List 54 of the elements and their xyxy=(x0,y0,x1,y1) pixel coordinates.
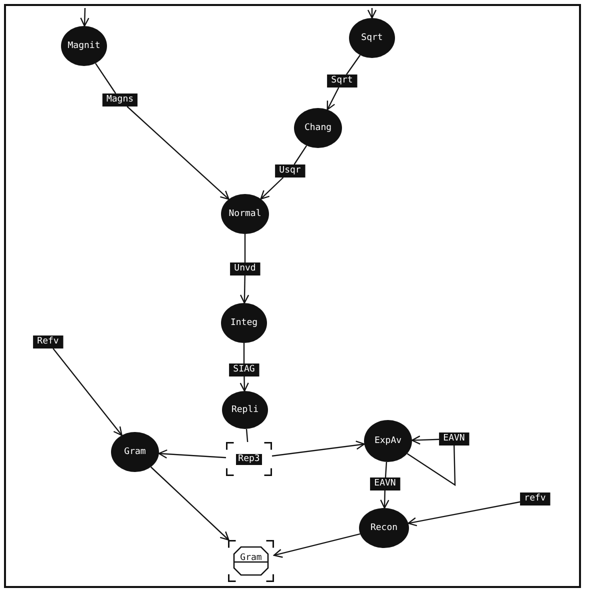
arrow xyxy=(272,440,365,457)
data-box: EAVN xyxy=(370,478,400,490)
arrow xyxy=(260,177,284,200)
data-box: Unvd xyxy=(230,262,260,276)
data-box: Sqrt xyxy=(327,74,357,88)
process-ellipse xyxy=(359,508,409,548)
arrow xyxy=(411,435,440,445)
data-box: Usqr xyxy=(275,164,305,178)
connector-line xyxy=(406,445,456,486)
process-ellipse xyxy=(349,18,395,58)
arrow xyxy=(326,87,340,110)
node-label: Gram xyxy=(240,552,262,564)
arrow xyxy=(367,8,377,19)
connector-line xyxy=(346,54,361,75)
process-ellipse xyxy=(61,26,107,66)
node-label: Repli xyxy=(229,404,261,416)
data-box: SIAG xyxy=(229,364,259,376)
arrow xyxy=(380,490,390,509)
output-octagon xyxy=(228,540,274,582)
node-label: Normal xyxy=(226,208,264,220)
process-ellipse xyxy=(221,303,267,343)
node-label: ExpAv xyxy=(372,436,404,446)
node-label: Integ xyxy=(228,318,260,328)
arrow xyxy=(158,449,226,459)
arrow xyxy=(240,376,249,392)
arrow xyxy=(126,106,230,200)
node-label: Gram xyxy=(122,446,148,458)
node-label: Chang xyxy=(302,122,334,134)
bracketed-node xyxy=(226,442,272,476)
node-label: Recon xyxy=(368,522,400,534)
data-box: Refv xyxy=(33,336,63,348)
connector-line xyxy=(244,234,246,262)
arrow xyxy=(408,501,520,526)
process-ellipse xyxy=(294,108,342,148)
connector-line xyxy=(95,62,116,94)
data-box: EAVN xyxy=(439,432,469,446)
node-label: Sqrt xyxy=(359,32,385,44)
process-ellipse xyxy=(221,194,269,234)
node-label: Magnit xyxy=(66,40,102,52)
process-ellipse xyxy=(222,391,268,429)
arrow xyxy=(273,533,360,558)
connector-line xyxy=(294,145,308,165)
connector-line xyxy=(384,462,388,478)
process-ellipse xyxy=(111,432,159,472)
process-ellipse xyxy=(364,420,412,462)
arrow xyxy=(52,348,122,436)
connector-line xyxy=(246,428,248,442)
node-label: Rep3 xyxy=(236,454,262,464)
data-box: refv xyxy=(520,492,550,506)
arrow xyxy=(240,275,250,304)
arrow xyxy=(80,8,90,27)
connector-line xyxy=(243,343,245,364)
data-box: Magns xyxy=(102,94,138,106)
arrow xyxy=(150,466,230,541)
